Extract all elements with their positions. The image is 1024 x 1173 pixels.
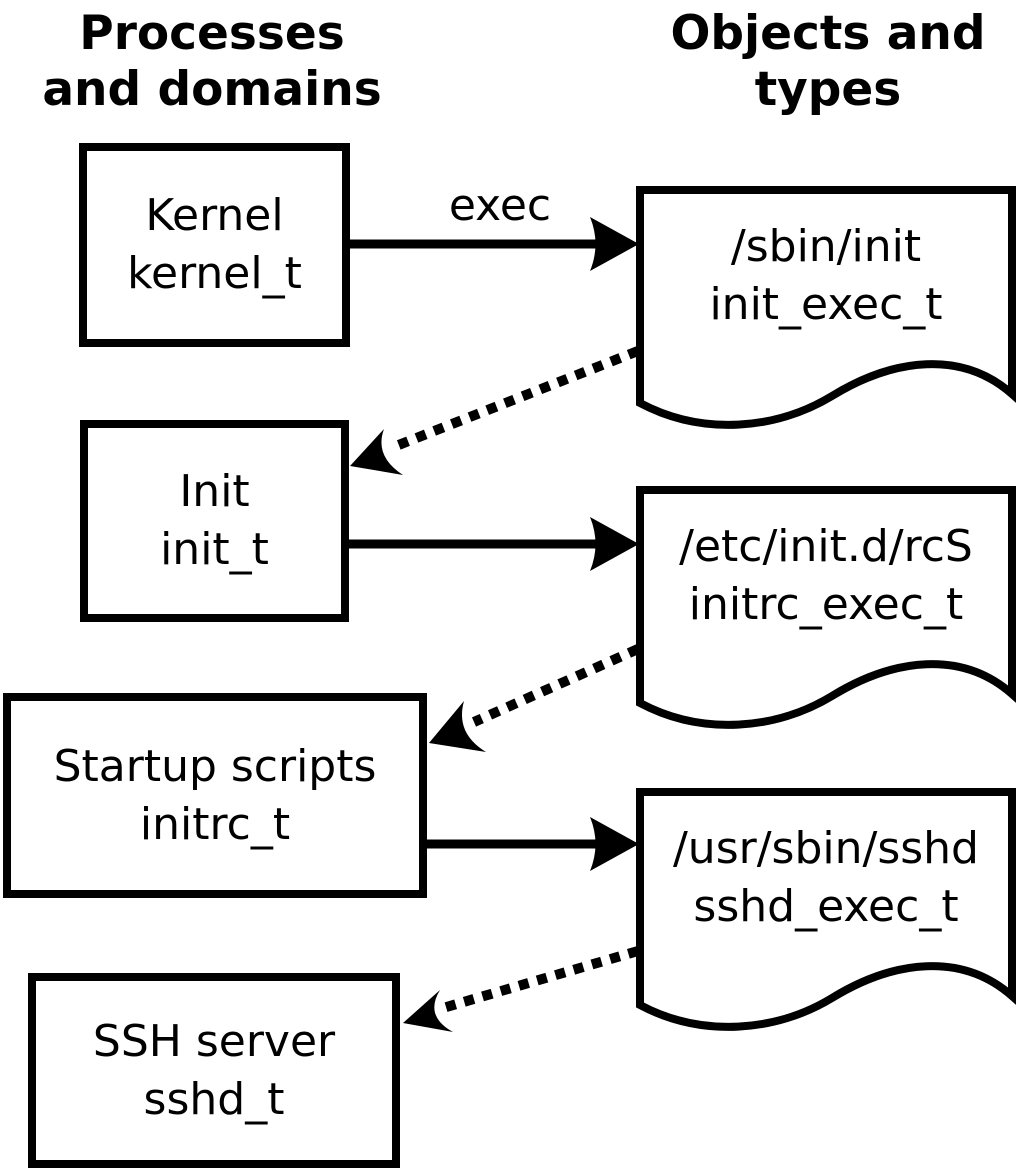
process-domain-type: initrc_t — [139, 798, 291, 850]
solid-arrow-init-to-initrc-exec — [349, 517, 639, 571]
document-shape-init-exec — [636, 186, 1016, 429]
process-domain-type: init_t — [160, 524, 269, 575]
document-shape-sshd-exec — [636, 788, 1016, 1031]
solid-arrow-kernel-to-init-exec — [350, 217, 639, 271]
document-shape-initrc-exec — [636, 486, 1016, 729]
object-label-init-exec: /sbin/init init_exec_t — [640, 218, 1012, 334]
column-header-processes: Processes and domains — [0, 6, 424, 118]
process-box-init: Init init_t — [80, 420, 349, 622]
header-line: Objects and — [670, 6, 986, 61]
object-type: sshd_exec_t — [693, 881, 959, 932]
header-line: and domains — [42, 62, 382, 117]
header-line: Processes — [79, 6, 345, 61]
edge-label-exec: exec — [448, 180, 552, 231]
process-domain-type: kernel_t — [127, 248, 302, 299]
dotted-arrow-init-exec-to-init — [350, 346, 640, 475]
process-box-ssh-server: SSH server sshd_t — [28, 973, 400, 1168]
object-path: /usr/sbin/sshd — [672, 823, 979, 874]
dotted-arrow-initrc-exec-to-initrc — [429, 644, 641, 752]
process-box-kernel: Kernel kernel_t — [79, 143, 350, 347]
process-name: Init — [179, 466, 250, 517]
dotted-arrow-sshd-exec-to-sshd — [403, 946, 640, 1032]
process-domain-type: sshd_t — [143, 1073, 285, 1125]
object-path: /sbin/init — [730, 221, 922, 272]
object-type: init_exec_t — [709, 279, 943, 330]
object-type: initrc_exec_t — [688, 579, 964, 630]
process-name: Kernel — [145, 190, 284, 241]
header-line: types — [754, 62, 902, 117]
process-name: Startup scripts — [53, 740, 377, 792]
object-label-sshd-exec: /usr/sbin/sshd sshd_exec_t — [640, 820, 1012, 936]
process-name: SSH server — [92, 1015, 336, 1067]
column-header-objects: Objects and types — [628, 6, 1024, 118]
solid-arrow-initrc-to-sshd-exec — [427, 817, 639, 871]
object-path: /etc/init.d/rcS — [679, 521, 973, 572]
process-box-startup-scripts: Startup scripts initrc_t — [3, 693, 427, 898]
object-label-initrc-exec: /etc/init.d/rcS initrc_exec_t — [640, 518, 1012, 634]
